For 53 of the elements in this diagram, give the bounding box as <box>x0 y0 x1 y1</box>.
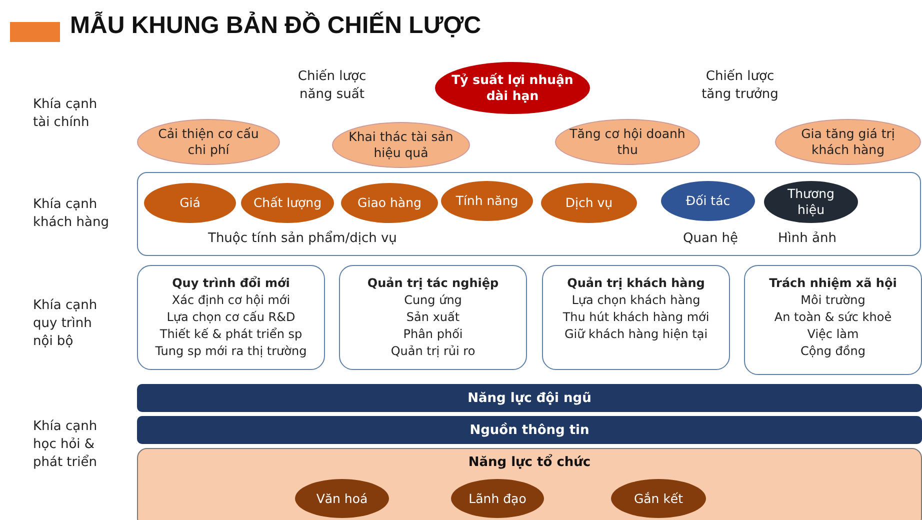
ellipse-node: Gắn kết <box>611 479 706 518</box>
perspective-label: Khía cạnh khách hàng <box>33 196 110 232</box>
process-heading: Quy trình đổi mới <box>172 275 290 292</box>
process-box <box>339 265 527 370</box>
ellipse-node: Văn hoá <box>295 479 389 518</box>
ellipse-node: Khai thác tài sản hiệu quả <box>332 122 470 168</box>
ellipse-node: Thương hiệu <box>764 181 858 223</box>
organization-panel <box>137 448 922 520</box>
process-item: Việc làm <box>807 326 859 343</box>
capability-bar: Năng lực đội ngũ <box>137 384 922 412</box>
process-heading: Quản trị khách hàng <box>567 275 705 292</box>
perspective-label: Khía cạnh quy trình nội bộ <box>33 297 98 351</box>
process-box <box>744 265 922 375</box>
strategy-label: Chiến lược tăng trưởng <box>700 68 780 104</box>
process-item: An toàn & sức khoẻ <box>774 309 892 326</box>
ellipse-node: Lãnh đạo <box>451 479 544 518</box>
process-item: Thiết kế & phát triển sp <box>160 326 302 343</box>
ellipse-node: Tăng cơ hội doanh thu <box>555 119 700 165</box>
perspective-label: Khía cạnh học hỏi & phát triển <box>33 418 98 472</box>
process-item: Lựa chọn cơ cấu R&D <box>166 309 296 326</box>
process-heading: Quản trị tác nghiệp <box>367 275 499 292</box>
ellipse-node: Đối tác <box>661 181 755 221</box>
ellipse-node: Tính năng <box>441 181 533 221</box>
panel-box <box>137 172 921 256</box>
process-item: Môi trường <box>800 292 866 309</box>
ellipse-node: Giá <box>144 183 236 223</box>
ellipse-node: Tỷ suất lợi nhuận dài hạn <box>435 62 590 114</box>
process-box <box>137 265 325 370</box>
process-item: Phân phối <box>403 326 463 343</box>
process-item: Xác định cơ hội mới <box>172 292 290 309</box>
ellipse-node: Dịch vụ <box>541 183 637 223</box>
process-item: Sản xuất <box>406 309 460 326</box>
group-label: Quan hệ <box>683 231 738 246</box>
group-label: Hình ảnh <box>778 231 836 246</box>
process-item: Giữ khách hàng hiện tại <box>564 326 708 343</box>
process-box <box>542 265 730 370</box>
ellipse-node: Chất lượng <box>241 183 334 223</box>
process-item: Thu hút khách hàng mới <box>562 309 710 326</box>
perspective-label: Khía cạnh tài chính <box>33 96 98 132</box>
process-item: Tung sp mới ra thị trường <box>155 343 307 360</box>
ellipse-node: Giao hàng <box>341 183 438 223</box>
process-item: Cung ứng <box>404 292 462 309</box>
strategy-label: Chiến lược năng suất <box>296 68 368 104</box>
page-title: MẪU KHUNG BẢN ĐỒ CHIẾN LƯỢC <box>70 12 482 40</box>
group-label: Thuộc tính sản phẩm/dịch vụ <box>208 231 397 246</box>
process-item: Cộng đồng <box>800 343 866 360</box>
process-item: Lựa chọn khách hàng <box>572 292 700 309</box>
process-heading: Trách nhiệm xã hội <box>769 275 897 292</box>
process-item: Quản trị rủi ro <box>390 343 476 360</box>
ellipse-node: Gia tăng giá trị khách hàng <box>775 119 921 165</box>
ellipse-node: Cải thiện cơ cấu chi phí <box>137 119 280 165</box>
capability-bar: Nguồn thông tin <box>137 416 922 444</box>
panel-heading: Năng lực tổ chức <box>467 455 592 470</box>
